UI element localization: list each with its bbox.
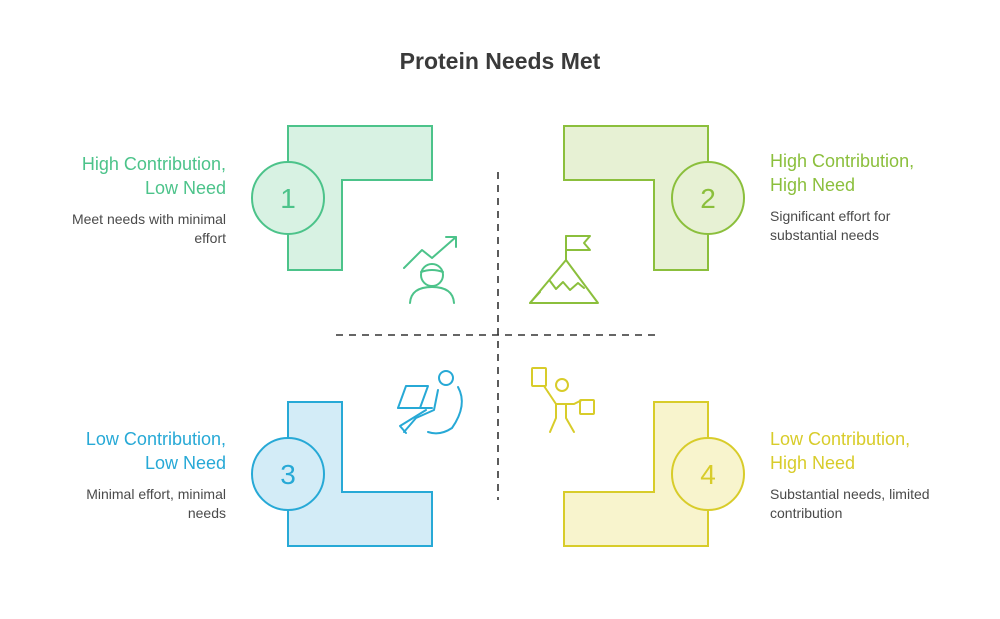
quadrant-4-heading-line2: High Need xyxy=(770,453,856,473)
quadrant-2-description-line2: substantial needs xyxy=(770,227,879,243)
person-juggling-tasks-icon xyxy=(531,367,595,433)
quadrant-2-heading-line1: High Contribution, xyxy=(770,151,915,171)
quadrant-3-heading: Low Contribution, Low Need xyxy=(30,427,226,475)
quadrant-1-badge xyxy=(251,161,325,235)
quadrant-1-description: Meet needs with minimal effort xyxy=(30,210,226,248)
quadrant-4-badge xyxy=(671,437,745,511)
quadrant-1-number: 1 xyxy=(280,183,296,214)
quadrant-4-heading: Low Contribution, High Need xyxy=(770,427,980,475)
person-growth-arrow-icon xyxy=(403,236,457,304)
quadrant-3-heading-line2: Low Need xyxy=(144,453,226,473)
quadrant-2-number: 2 xyxy=(700,183,716,214)
quadrant-4-description-line2: contribution xyxy=(770,505,843,521)
quadrant-1-description-line1: Meet needs with minimal xyxy=(71,211,226,227)
quadrant-1-shape xyxy=(287,125,433,271)
mountain-flag-icon xyxy=(529,235,599,304)
quadrant-4-number: 4 xyxy=(700,459,716,490)
quadrant-3-description: Minimal effort, minimal needs xyxy=(30,485,226,523)
quadrant-2-description: Significant effort for substantial needs xyxy=(770,207,980,245)
quadrant-3-badge xyxy=(251,437,325,511)
quadrant-1-heading: High Contribution, Low Need xyxy=(30,152,226,200)
quadrant-2-heading-line2: High Need xyxy=(770,175,856,195)
quadrant-1-description-line2: effort xyxy=(194,230,226,246)
quadrant-3-shape xyxy=(287,401,433,547)
quadrant-1-heading-line2: Low Need xyxy=(144,178,226,198)
quadrant-4-description-line1: Substantial needs, limited xyxy=(770,486,930,502)
person-relaxing-laptop-icon xyxy=(397,370,463,435)
quadrant-4-description: Substantial needs, limited contribution xyxy=(770,485,980,523)
quadrant-4-heading-line1: Low Contribution, xyxy=(770,429,911,449)
quadrant-1-heading-line1: High Contribution, xyxy=(81,154,226,174)
diagram-title: Protein Needs Met xyxy=(399,48,601,74)
quadrant-3-heading-line1: Low Contribution, xyxy=(85,429,226,449)
quadrant-3-number: 3 xyxy=(280,459,296,490)
quadrant-3-description-line2: needs xyxy=(187,505,226,521)
quadrant-2-description-line1: Significant effort for xyxy=(770,208,891,224)
quadrant-2-badge xyxy=(671,161,745,235)
quadrant-3-description-line1: Minimal effort, minimal xyxy=(86,486,226,502)
quadrant-2-shape xyxy=(563,125,709,271)
quadrant-4-shape xyxy=(563,401,709,547)
quadrant-2-heading: High Contribution, High Need xyxy=(770,149,980,197)
